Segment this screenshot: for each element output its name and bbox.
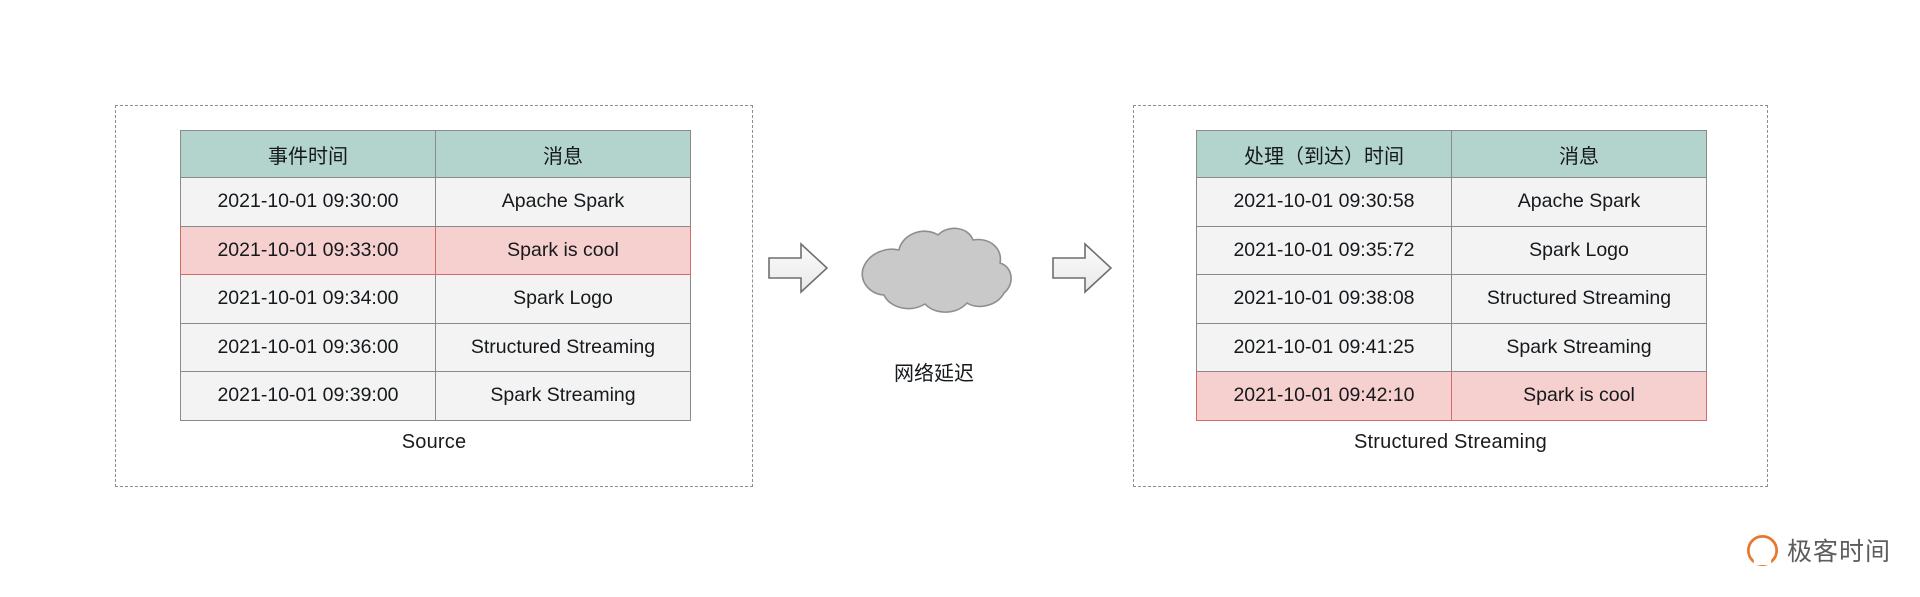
- network-latency-label: 网络延迟: [894, 363, 974, 385]
- source-table-cell-message: Spark is cool: [435, 225, 691, 275]
- sink-table-cell-message: Apache Spark: [1451, 177, 1707, 227]
- sink-table-cell-message: Spark is cool: [1451, 371, 1707, 421]
- cloud-icon: [861, 227, 1012, 313]
- sink-table-cell-message: Spark Streaming: [1451, 322, 1707, 372]
- source-header-message: 消息: [435, 130, 691, 178]
- source-header-time: 事件时间: [180, 130, 436, 178]
- sink-panel: [1133, 105, 1768, 487]
- source-table-cell-time: 2021-10-01 09:33:00: [180, 225, 436, 275]
- right-block-arrow-icon: [1052, 242, 1112, 294]
- source-table-cell-message: Spark Logo: [435, 274, 691, 324]
- source-table-cell-message: Spark Streaming: [435, 371, 691, 421]
- source-table-cell-time: 2021-10-01 09:39:00: [180, 371, 436, 421]
- sink-header-message: 消息: [1451, 130, 1707, 178]
- sink-table-cell-time: 2021-10-01 09:30:58: [1196, 177, 1452, 227]
- sink-caption: Structured Streaming: [1354, 431, 1547, 453]
- sink-table-cell-time: 2021-10-01 09:41:25: [1196, 322, 1452, 372]
- sink-table-cell-message: Structured Streaming: [1451, 274, 1707, 324]
- source-table-cell-time: 2021-10-01 09:34:00: [180, 274, 436, 324]
- source-table-cell-message: Apache Spark: [435, 177, 691, 227]
- source-panel: [115, 105, 753, 487]
- watermark: 极客时间: [1747, 532, 1891, 568]
- sink-header-time: 处理（到达）时间: [1196, 130, 1452, 178]
- right-block-arrow-icon: [768, 242, 828, 294]
- sink-table-cell-time: 2021-10-01 09:42:10: [1196, 371, 1452, 421]
- source-table-cell-time: 2021-10-01 09:30:00: [180, 177, 436, 227]
- sink-table-cell-time: 2021-10-01 09:38:08: [1196, 274, 1452, 324]
- sink-table-cell-time: 2021-10-01 09:35:72: [1196, 225, 1452, 275]
- source-caption: Source: [401, 431, 467, 453]
- geekbang-circle-logo-icon: [1747, 534, 1778, 566]
- source-table-cell-message: Structured Streaming: [435, 322, 691, 372]
- sink-table-cell-message: Spark Logo: [1451, 225, 1707, 275]
- watermark-text: 极客时间: [1787, 537, 1892, 566]
- table-header-row: 处理（到达）时间 消息: [1196, 130, 1707, 178]
- table-header-row: 事件时间 消息: [180, 130, 691, 178]
- source-table-cell-time: 2021-10-01 09:36:00: [180, 322, 436, 372]
